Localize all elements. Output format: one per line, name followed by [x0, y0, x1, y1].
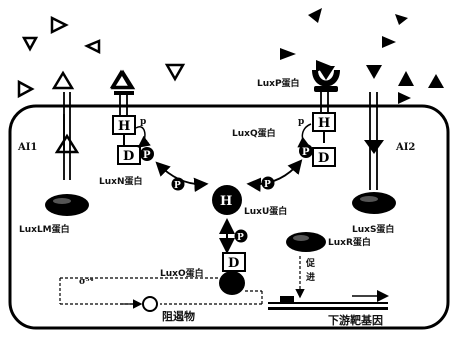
ai2-molecules-outside: [280, 8, 444, 104]
luxn-h-letter: H: [118, 119, 130, 134]
sigma-label: σ⁵⁴: [79, 277, 94, 287]
ai1-triangle: [19, 82, 32, 96]
ai2-triangle-inside: [364, 140, 384, 154]
inhibitor-circle: [143, 297, 157, 311]
ai2-triangle: [398, 71, 414, 86]
ai2-triangle: [366, 65, 382, 79]
luxq-label: LuxQ蛋白: [232, 127, 276, 139]
luxn-phosphate-label: p: [140, 117, 146, 127]
luxp-label: LuxP蛋白: [257, 77, 300, 89]
luxr-protein: [286, 232, 326, 252]
relay-phosphate-right-letter: P: [264, 180, 271, 190]
luxq-phosphate-letter: P: [302, 147, 310, 158]
luxq-d-letter: D: [318, 151, 329, 166]
ai2-triangle: [382, 36, 396, 48]
luxn-cap: [114, 91, 134, 95]
luxq-phosphate-label: p: [298, 117, 304, 127]
relay-phosphate-down-letter: P: [237, 233, 244, 243]
ai1-triangle: [167, 65, 183, 79]
luxn-d-letter: D: [123, 149, 134, 164]
cell-membrane: [10, 106, 448, 328]
luxu-letter: H: [220, 194, 232, 209]
luxlm-label: LuxLM蛋白: [19, 223, 70, 235]
ai2-triangle: [308, 8, 322, 23]
luxo-d-letter: D: [228, 256, 239, 271]
luxs-protein: [352, 192, 396, 214]
ai1-label: AI1: [17, 142, 37, 153]
luxn-label: LuxN蛋白: [99, 175, 142, 187]
luxo-label: LuxO蛋白: [160, 267, 204, 279]
luxu-label: LuxU蛋白: [244, 205, 287, 217]
promote-label-2: 进: [306, 271, 315, 283]
luxlm-protein: [45, 194, 89, 216]
ai1-triangle: [52, 18, 66, 32]
luxr-label: LuxR蛋白: [328, 236, 371, 248]
ai1-triangle: [87, 41, 99, 52]
ai1-triangle: [54, 73, 72, 88]
promote-label-1: 促: [305, 257, 316, 269]
luxs-label: LuxS蛋白: [352, 223, 394, 235]
gene-promoter-mark: [280, 296, 294, 302]
luxq-h-letter: H: [318, 116, 330, 131]
ai1-molecules-outside: [19, 18, 183, 96]
relay-phosphate-left-letter: P: [174, 181, 181, 191]
ai2-triangle: [280, 48, 296, 60]
ai2-triangle: [428, 74, 444, 88]
luxo-protein: [219, 271, 245, 295]
ai2-triangle: [395, 14, 408, 25]
downstream-gene-label: 下游靶基因: [328, 313, 383, 327]
luxn-phosphate-letter: P: [143, 150, 151, 161]
ai1-triangle-inside: [57, 136, 77, 152]
inhibitor-label: 阻遏物: [162, 309, 195, 323]
ai2-label: AI2: [395, 142, 415, 153]
ai2-triangle: [398, 92, 411, 104]
ai1-triangle: [24, 38, 36, 49]
